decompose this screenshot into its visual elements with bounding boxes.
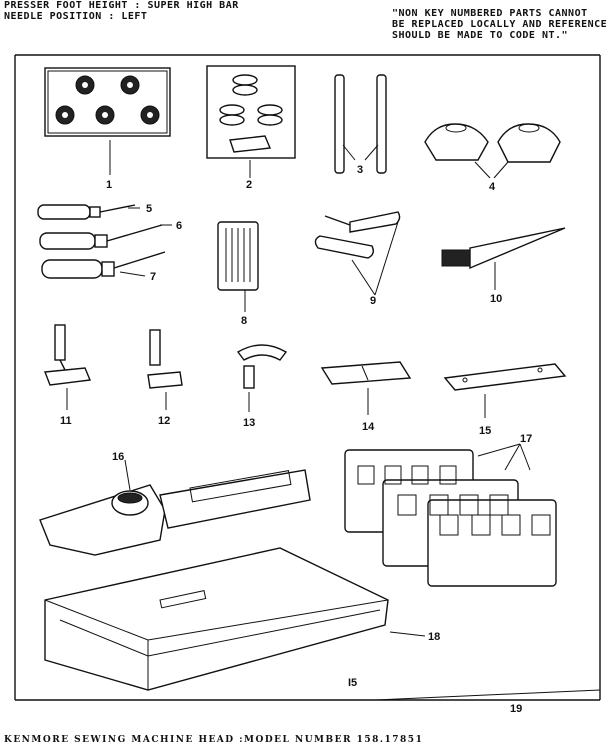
lint-brush-drawing (441, 227, 566, 290)
part-label-18: 18 (428, 631, 440, 643)
part-label-2: 2 (246, 179, 252, 191)
box-page-mark: I5 (348, 677, 357, 689)
needle-position-text: NEEDLE POSITION : LEFT (4, 11, 148, 22)
zipper-foot-drawing (147, 329, 183, 410)
accessory-box-drawing: I5 (44, 547, 426, 691)
model-number-footer: KENMORE SEWING MACHINE HEAD :MODEL NUMBE… (4, 735, 424, 745)
spool-caps-drawing (424, 123, 561, 179)
presser-foot-drawing (44, 324, 92, 410)
note-line-3: SHOULD BE MADE TO CODE NT." (392, 30, 569, 41)
buttonhole-attachment-drawing (39, 459, 311, 556)
header-right-note: "NON KEY NUMBERED PARTS CANNOT BE REPLAC… (392, 8, 607, 41)
part-label-1: 1 (106, 179, 112, 191)
part-label-15: 15 (479, 425, 491, 437)
cam-cards-drawing (344, 443, 557, 587)
spool-pins-drawing (334, 74, 387, 174)
part-label-4: 4 (489, 181, 496, 193)
header-left: PRESSER FOOT HEIGHT : SUPER HIGH BAR NEE… (4, 0, 239, 22)
bobbins-felt-drawing (206, 65, 296, 178)
screwdrivers-drawing (37, 204, 172, 279)
part-label-12: 12 (158, 415, 170, 427)
part-label-9: 9 (370, 295, 376, 307)
part-label-14: 14 (362, 421, 375, 433)
kit-frame-inner (374, 689, 601, 701)
seam-ripper-drawing (314, 211, 401, 296)
part-label-5: 5 (146, 203, 152, 215)
kit-frame (14, 54, 601, 701)
part-label-13: 13 (243, 417, 255, 429)
bobbin-card-drawing (44, 67, 171, 175)
presser-foot-height-text: PRESSER FOOT HEIGHT : SUPER HIGH BAR (4, 0, 239, 11)
note-line-1: "NON KEY NUMBERED PARTS CANNOT (392, 8, 588, 19)
part-label-6: 6 (176, 220, 182, 232)
part-label-8: 8 (241, 315, 247, 327)
feed-cover-plate-drawing (320, 361, 412, 415)
part-label-7: 7 (150, 271, 156, 283)
note-line-2: BE REPLACED LOCALLY AND REFERENCE (392, 19, 608, 30)
buttonhole-foot-drawing (236, 344, 288, 412)
needle-pack-drawing (217, 221, 259, 312)
part-label-17: 17 (520, 433, 532, 445)
part-label-16: 16 (112, 451, 124, 463)
part-label-3: 3 (357, 164, 363, 176)
part-label-19: 19 (510, 703, 522, 715)
throat-plate-drawing (443, 363, 567, 418)
part-label-11: 11 (60, 415, 72, 427)
part-label-10: 10 (490, 293, 502, 305)
